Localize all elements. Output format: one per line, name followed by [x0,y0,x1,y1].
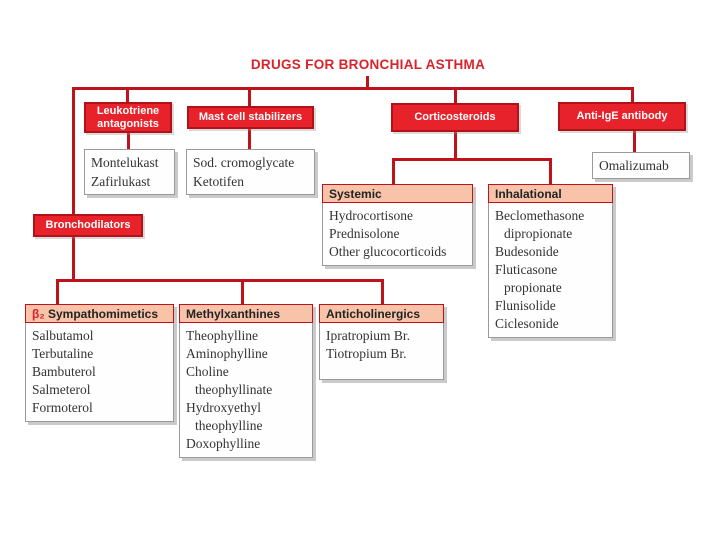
drug-item: Terbutaline [32,346,94,361]
drug-item: Montelukast [91,155,159,170]
drug-item: Tiotropium Br. [326,346,407,361]
connector-line [248,127,251,151]
drug-item: Omalizumab [599,158,669,173]
category-label: Mast cell stabilizers [198,111,303,124]
category-label: Bronchodilators [45,219,131,232]
drug-item: propionate [504,280,562,295]
connector-line [454,89,457,105]
connector-line [366,76,369,88]
connector-line [241,281,244,306]
connector-line [381,281,384,306]
connector-line [248,89,251,108]
subgroup-header-label: Methylxanthines [186,307,281,321]
drug-item: Other glucocorticoids [329,244,447,259]
connector-line [454,130,457,161]
connector-line [392,158,552,161]
subgroup-header: Anticholinergics [319,304,444,323]
subgroup-header-label: Inhalational [495,187,562,201]
category-anti-ige-antibody: Anti-IgE antibody [558,102,686,131]
connector-line [633,131,636,155]
drug-item: Choline [186,364,229,379]
connector-line [126,89,129,104]
connector-line [72,87,75,217]
beta2-symbol: β₂ [32,307,45,321]
drug-item: Ketotifen [193,174,244,189]
subgroup-header-label: Anticholinergics [326,307,421,321]
drug-item: Salbutamol [32,328,94,343]
connector-line [72,87,634,90]
subgroup-header: Methylxanthines [179,304,313,323]
connector-line [56,279,384,282]
drug-item: Prednisolone [329,226,400,241]
drug-item: Ciclesonide [495,316,559,331]
drug-item: Budesonide [495,244,559,259]
drug-item: Salmeterol [32,382,91,397]
drug-item: Flunisolide [495,298,556,313]
drug-item: Ipratropium Br. [326,328,410,343]
subgroup-anticholinergics: Anticholinergics Ipratropium Br. Tiotropi… [319,304,444,380]
drug-item: Hydrocortisone [329,208,413,223]
category-label: Corticosteroids [414,111,496,124]
drug-item: Hydroxyethyl [186,400,261,415]
drug-list-anticholinergics: Ipratropium Br. Tiotropium Br. [319,323,444,380]
connector-line [56,281,59,306]
subgroup-header: β₂ Sympathomimetics [25,304,174,323]
subgroup-header-label: Sympathomimetics [48,307,159,321]
category-label: Anti-IgE antibody [576,110,668,123]
category-bronchodilators: Bronchodilators [33,214,143,237]
connector-line [392,160,395,186]
category-leukotriene-antagonists: Leukotriene antagonists [84,102,172,133]
connector-line [127,131,130,150]
diagram-title: DRUGS FOR BRONCHIAL ASTHMA [250,57,486,72]
connector-line [549,160,552,186]
subgroup-header: Systemic [322,184,473,203]
drug-item: Fluticasone [495,262,558,277]
drug-item: theophyllinate [195,382,273,397]
category-mast-cell-stabilizers: Mast cell stabilizers [187,106,314,129]
connector-line [72,236,75,282]
connector-line [631,87,634,104]
subgroup-header-label: Systemic [329,187,382,201]
category-label: Leukotriene antagonists [96,104,160,130]
drug-item: dipropionate [504,226,573,241]
drug-item: Formoterol [32,400,93,415]
drug-item: Doxophylline [186,436,261,451]
drug-item: Zafirlukast [91,174,151,189]
subgroup-header: Inhalational [488,184,613,203]
drug-item: theophylline [195,418,263,433]
category-corticosteroids: Corticosteroids [391,103,519,132]
drug-item: Bambuterol [32,364,96,379]
drug-list-anti-ige: Omalizumab [592,152,690,179]
drug-item: Theophylline [186,328,258,343]
drug-item: Aminophylline [186,346,268,361]
drug-item: Sod. cromoglycate [193,155,295,170]
drug-item: Beclomethasone [495,208,585,223]
